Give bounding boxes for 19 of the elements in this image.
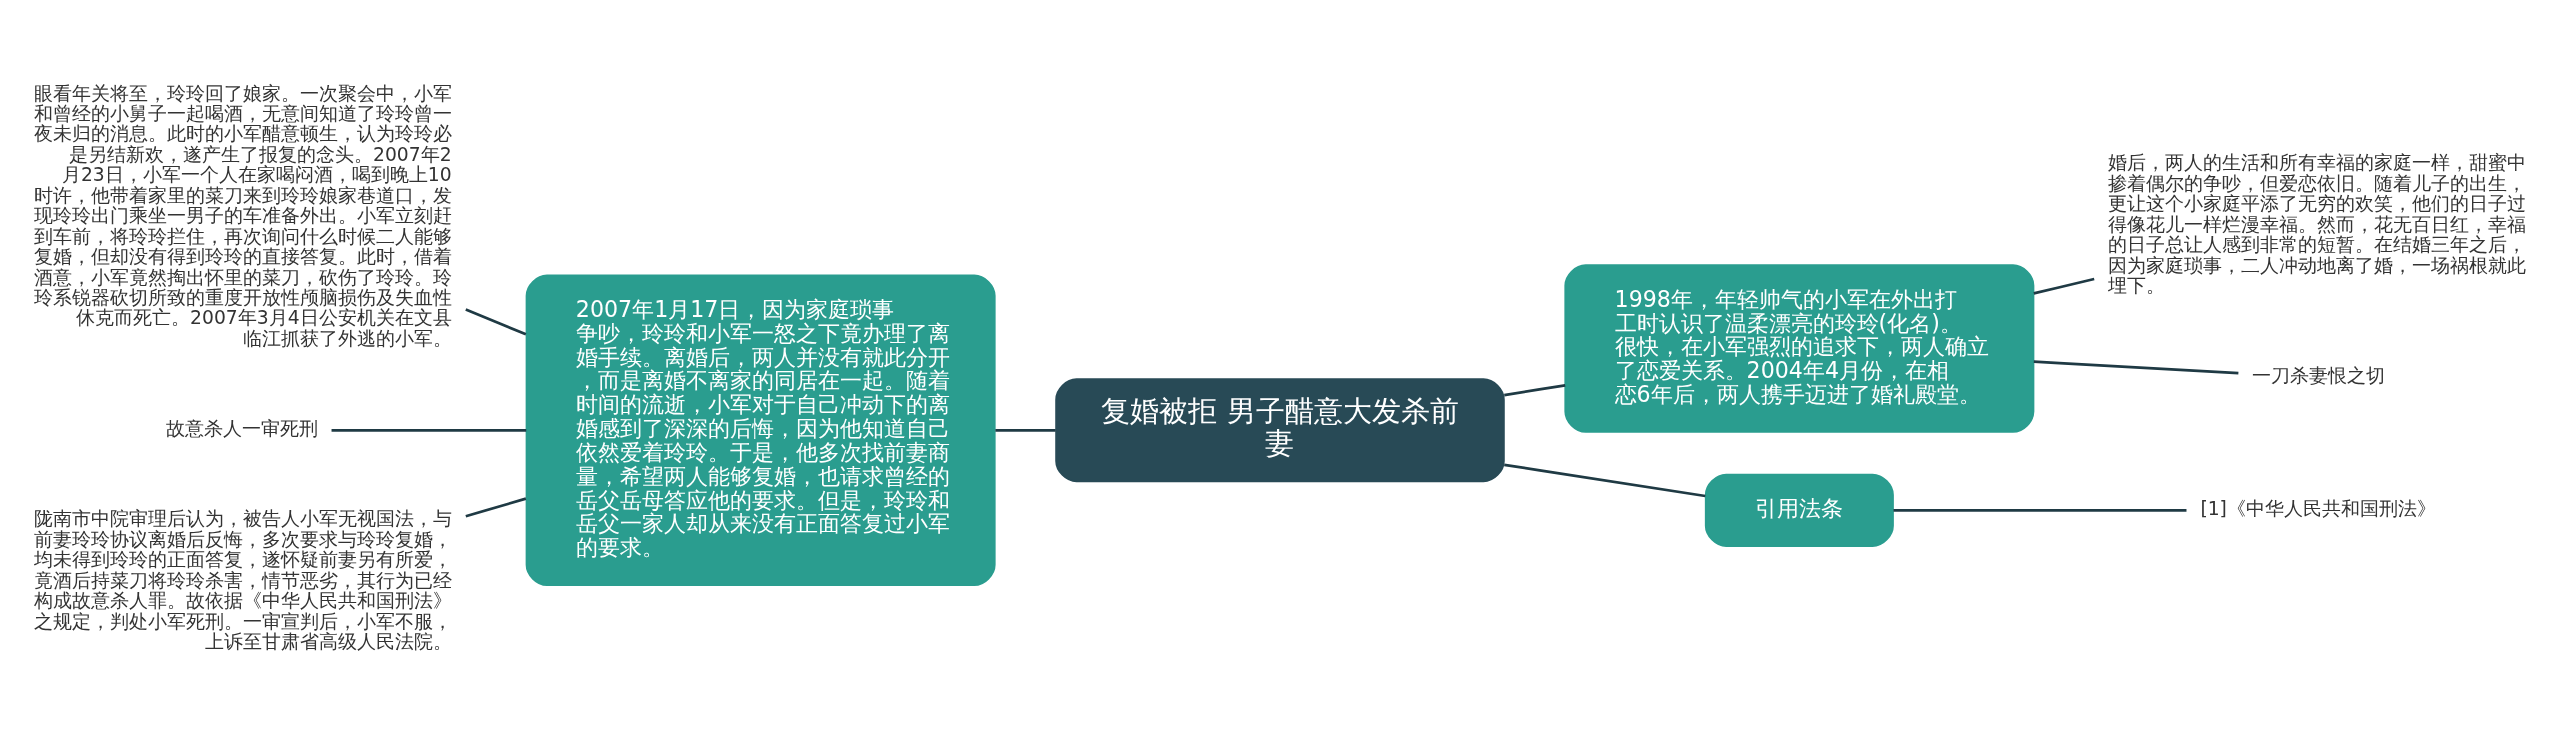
node-box: 复婚被拒 男子醋意大发杀前妻 [1055, 377, 1505, 482]
connector [465, 307, 527, 336]
connector [995, 428, 1056, 432]
node-text: 陇南市中院审理后认为，被告人小军无视国法，与前妻玲玲协议离婚后反悔，多次要求与玲玲复婚，均未得到玲玲的正面答复，遂怀疑前妻另有所爱，竟酒后持菜刀将玲玲杀害，情节恶劣，其行为已经构成故意杀人罪。故依据《中华人民共和国刑法》之规定，判处小军死刑。一审宣判后，小军不服，上诉至甘肃省高级人民法院。 [33, 507, 452, 652]
node-text: 一刀杀妻恨之切 [2252, 364, 2386, 386]
node-box: 引用法条 [1704, 473, 1894, 547]
node-text: 故意杀人一审死刑 [165, 417, 318, 439]
connector [2033, 277, 2095, 295]
node-text: 眼看年关将至，玲玲回了娘家。一次聚会中，小军和曾经的小舅子一起喝酒，无意间知道了玲玲曾一夜未归的消息。此时的小军醋意顿生，认为玲玲必是另结新欢，遂产生了报复的念头。2007年2月23日，小军一个人在家喝闷酒，喝到晚上10时许，他带着家里的菜刀来到玲玲娘家巷道口，发现玲玲出门乘坐一男子的车准备外出。小军立刻赶到车前，将玲玲拦住，再次询问什么时候二人能够复婚，但却没有得到玲玲的直接答复。此时，借着酒意，小军竟然掏出怀里的菜刀，砍伤了玲玲。玲玲系锐器砍切所致的重度开放性颅脑损伤及失血性休克而死亡。2007年3月4日公安机关在文县临江抓获了外逃的小军。 [33, 82, 452, 349]
connector [331, 428, 527, 432]
node-box: 1998年，年轻帅气的小军在外出打工时认识了温柔漂亮的玲玲(化名)。很快，在小军强烈的追求下，两人确立了恋爱关系。2004年4月份，在相恋6年后，两人携手迈进了婚礼殿堂。 [1564, 263, 2035, 433]
connector [1504, 383, 1566, 396]
connector [1893, 508, 2187, 512]
connector [465, 496, 527, 518]
connector [2033, 359, 2239, 374]
node-text: [1]《中华人民共和国刑法》 [2200, 497, 2436, 519]
node-box: 2007年1月17日，因为家庭琐事争吵，玲玲和小军一怒之下竟办理了离婚手续。离婚后，两人并没有就此分开，而是离婚不离家的同居在一起。随着时间的流逝，小军对于自己冲动下的离婚感到了深深的后悔，因为他知道自己依然爱着玲玲。于是，他多次找前妻商量，希望两人能够复婚，也请求曾经的岳父岳母答应他的要求。但是，玲玲和岳父一家人却从来没有正面答复过小军的要求。 [525, 274, 996, 586]
node-text: 婚后，两人的生活和所有幸福的家庭一样，甜蜜中掺着偶尔的争吵，但爱恋依旧。随着儿子的出生，更让这个小家庭平添了无穷的欢笑，他们的日子过得像花儿一样烂漫幸福。然而，花无百日红，幸福的日子总让人感到非常的短暂。在结婚三年之后，因为家庭琐事，二人冲动地离了婚，一场祸根就此埋下。 [2108, 151, 2527, 296]
connector [1504, 462, 1706, 497]
